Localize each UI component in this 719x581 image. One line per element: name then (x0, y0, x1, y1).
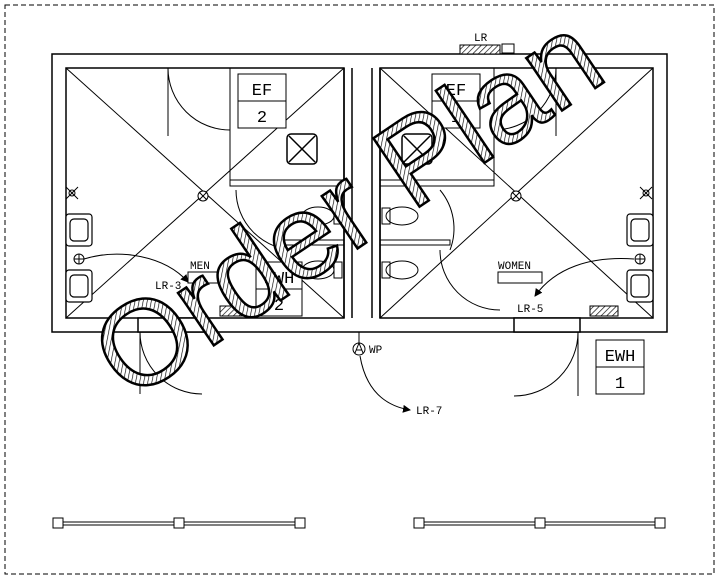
light-fixtures (197, 190, 522, 202)
wp-receptacle-symbol (352, 332, 366, 356)
lr-panel-label: LR (474, 33, 488, 45)
ef-left-label: EF (252, 82, 272, 101)
ewh-left-label: EWH (264, 270, 295, 289)
ewh-right-number: 1 (615, 375, 625, 394)
wall-light-icons (65, 186, 653, 200)
ewh-left-number: 2 (274, 297, 284, 316)
sink-fixtures (65, 213, 654, 303)
wp-label: WP (369, 345, 383, 357)
home-run-arrows (83, 253, 635, 413)
men-label: MEN (190, 261, 210, 273)
exterior-light-run-left (52, 517, 306, 529)
ewh-right-label: EWH (605, 348, 636, 367)
lr5-label: LR-5 (517, 304, 543, 316)
ef-box-left (237, 73, 287, 129)
toilet-fixtures (301, 206, 419, 280)
exhaust-fan-symbols (286, 133, 433, 165)
ewh-box-right (595, 339, 645, 395)
women-plate (497, 271, 543, 284)
ewh-box-left (255, 261, 303, 317)
watermark-text: Order Plan (69, 0, 625, 424)
lr3-label: LR-3 (155, 281, 181, 293)
panel-symbols (219, 43, 619, 317)
ef-left-number: 2 (257, 109, 267, 128)
door-openings (137, 317, 581, 333)
ef-right-label: EF (446, 82, 466, 101)
lr7-label: LR-7 (416, 406, 442, 418)
door-swings (139, 67, 579, 397)
ef-right-number: 1 (451, 109, 461, 128)
stall-partitions (229, 68, 495, 246)
drawing-border (4, 4, 715, 575)
exterior-light-run-right (413, 517, 666, 529)
ef-box-right (431, 73, 481, 129)
women-label: WOMEN (498, 261, 531, 273)
